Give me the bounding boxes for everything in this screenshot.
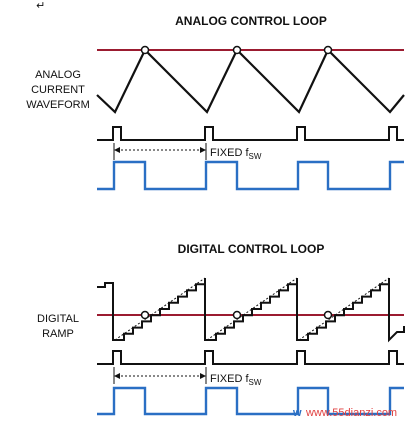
analog-clock-pulses (97, 126, 404, 141)
paragraph-mark: ↵ (36, 0, 45, 12)
analog-current-waveform (96, 48, 405, 114)
digital-title: DIGITAL CONTROL LOOP (178, 242, 325, 256)
analog-label-line2: CURRENT (31, 84, 85, 96)
analog-crossing-marker (140, 45, 150, 55)
digital-fixed-fsw-label: FIXED fSW (210, 373, 262, 387)
watermark-site: www.55dianzi.com (305, 407, 397, 419)
analog-crossing-marker (323, 45, 333, 55)
digital-arrowhead-left (114, 373, 120, 379)
digital-arrowhead-right (200, 373, 206, 379)
digital-pwm-output (97, 386, 404, 416)
digital-crossing-marker (323, 310, 333, 320)
analog-arrowhead-right (200, 147, 206, 153)
analog-label-line1: ANALOG (35, 69, 81, 81)
analog-pwm-output (97, 160, 404, 191)
digital-crossing-marker (140, 310, 150, 320)
digital-crossing-marker (232, 310, 242, 320)
watermark-prefix: w (292, 407, 302, 419)
analog-fixed-fsw-label: FIXED fSW (210, 147, 262, 161)
digital-clock-pulses (97, 350, 404, 365)
analog-arrowhead-left (114, 147, 120, 153)
analog-label-line3: WAVEFORM (26, 99, 90, 111)
digital-staircase-ramp (97, 278, 405, 343)
analog-title: ANALOG CONTROL LOOP (175, 14, 327, 28)
analog-crossing-marker (232, 45, 242, 55)
digital-label-line2: RAMP (42, 328, 74, 340)
digital-label-line1: DIGITAL (37, 313, 79, 325)
